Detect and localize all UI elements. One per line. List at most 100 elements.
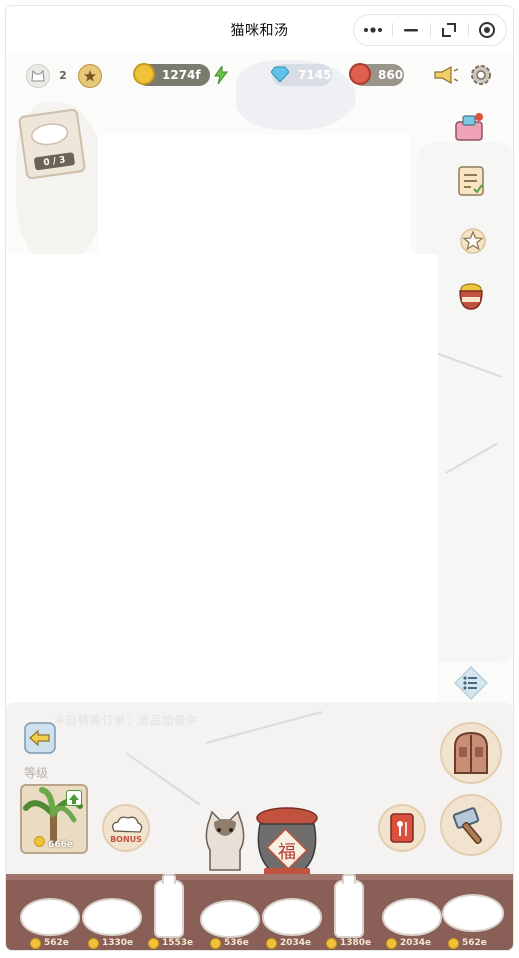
recipe-book-icon [390, 813, 414, 843]
jar-icon [256, 807, 318, 876]
cat-character[interactable] [202, 810, 248, 872]
arrow-left-icon [24, 722, 56, 754]
level-star-badge [78, 64, 102, 88]
game-scene: 2 1274f 7145 860 0 / 3 [6, 52, 513, 950]
title-bar: 猫咪和汤 [6, 6, 513, 52]
price-value: 1553e [162, 938, 194, 948]
heart-coin-icon [348, 62, 372, 86]
coin-icon [386, 937, 397, 949]
milk-bottle-slot-6[interactable] [334, 874, 364, 938]
upgrade-arrow-icon [66, 790, 82, 806]
shelf-price-5: 2034e [266, 936, 311, 950]
soup-bowl-slot-4[interactable] [200, 900, 260, 938]
mini-program-capsule [353, 14, 507, 46]
price-value: 2034e [400, 938, 432, 948]
level-label: 等级 [24, 766, 49, 780]
door-icon [454, 731, 488, 774]
coin-icon [210, 937, 221, 949]
shelf-price-7: 2034e [386, 936, 431, 950]
menu-list-icon [454, 666, 488, 700]
coin-icon [148, 937, 159, 949]
tree-price-value: 666e [48, 840, 74, 850]
coin-icon [448, 937, 459, 949]
coin-icon [132, 62, 156, 86]
minimize-button[interactable] [392, 15, 430, 45]
favorites-button[interactable] [456, 224, 490, 258]
more-options-button[interactable] [354, 15, 392, 45]
shelf-price-6: 1380e [326, 936, 371, 950]
price-value: 1380e [340, 938, 372, 948]
lightning-icon [214, 66, 228, 84]
coin-icon [266, 937, 277, 949]
heart-value: 860 [378, 68, 404, 82]
announcement-button[interactable] [432, 64, 460, 86]
order-counter-board[interactable]: 0 / 3 [17, 108, 87, 180]
gem-value: 7145 [298, 68, 332, 82]
shop-area [6, 254, 438, 702]
milk-bottle-slot-3[interactable] [154, 874, 184, 938]
soup-bowl-slot-8[interactable] [442, 894, 504, 932]
coin-counter[interactable]: 1274f [133, 63, 210, 86]
energy-button[interactable] [210, 64, 232, 86]
checklist-icon [458, 166, 484, 196]
shelf-price-4: 536e [210, 936, 249, 950]
coin-icon [326, 937, 337, 949]
coin-icon [30, 937, 41, 949]
cat-face-icon [31, 70, 45, 82]
restore-window-icon [442, 23, 456, 37]
bonus-label: BONUS [110, 835, 142, 844]
jar-character: 福 [278, 842, 296, 863]
treasure-pot-icon [459, 283, 483, 310]
window-title: 猫咪和汤 [230, 23, 289, 39]
price-value: 562e [462, 938, 487, 948]
task-list-button[interactable] [454, 164, 488, 198]
back-arrow-button[interactable] [24, 722, 56, 754]
fortune-jar[interactable]: 福 [250, 804, 324, 878]
hammer-icon [452, 807, 482, 845]
heart-counter[interactable]: 860 [349, 63, 404, 86]
price-value: 562e [44, 938, 69, 948]
bonus-cloud-icon [112, 816, 143, 833]
cat-avatar[interactable] [26, 64, 50, 88]
star-icon [460, 228, 486, 254]
megaphone-icon [434, 66, 459, 84]
menu-button[interactable] [454, 666, 488, 700]
gear-icon [471, 65, 491, 85]
gift-basket-icon [455, 113, 483, 141]
coin-icon [34, 836, 45, 847]
star-icon [84, 70, 96, 82]
build-hammer-button[interactable] [440, 794, 502, 856]
target-close-icon [479, 22, 495, 38]
restore-button[interactable] [430, 15, 468, 45]
shelf-price-2: 1330e [88, 936, 133, 950]
gift-basket-button[interactable] [452, 110, 486, 144]
shop-area [98, 134, 410, 254]
counter-value: 0 / 3 [33, 152, 76, 171]
minimize-icon [404, 29, 418, 32]
price-value: 2034e [280, 938, 312, 948]
settings-button[interactable] [468, 62, 494, 88]
soup-bowl-slot-1[interactable] [20, 898, 80, 936]
coin-value: 1274f [162, 68, 201, 82]
shelf-price-3: 1553e [148, 936, 193, 950]
soup-bowl-slot-5[interactable] [262, 898, 322, 936]
soup-bowl-slot-2[interactable] [82, 898, 142, 936]
recipe-book-button[interactable] [378, 804, 426, 852]
more-dots-icon [364, 27, 382, 33]
shelf-price-1: 562e [30, 936, 69, 950]
soup-bowl-slot-7[interactable] [382, 898, 442, 936]
announcement-marquee: 今日特殊订单：汤品加倍中 [54, 714, 198, 727]
close-capsule-button[interactable] [468, 15, 506, 45]
bonus-button[interactable]: BONUS [102, 804, 150, 852]
treasure-pot-button[interactable] [454, 278, 488, 312]
coin-icon [88, 937, 99, 949]
game-window: 猫咪和汤 [6, 6, 513, 950]
palm-tree-upgrade-card[interactable]: 666e [20, 784, 88, 854]
shelf-price-8: 562e [448, 936, 487, 950]
shelf-edge [6, 874, 513, 880]
level-value: 2 [59, 68, 67, 82]
gem-icon [268, 62, 292, 86]
gem-counter[interactable]: 7145 [271, 64, 332, 86]
door-exit-button[interactable] [440, 722, 502, 784]
tree-price: 666e [34, 836, 73, 850]
